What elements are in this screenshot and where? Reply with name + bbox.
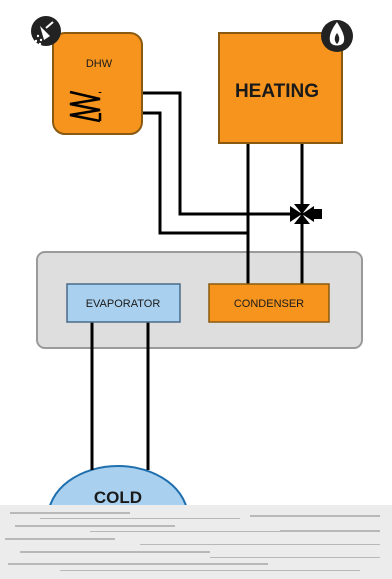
three-way-valve-icon [290, 204, 322, 224]
cold-label: COLD [94, 488, 142, 507]
condenser-box [208, 283, 330, 323]
heating-label: HEATING [235, 81, 319, 102]
dhw-label: DHW [86, 58, 113, 70]
shower-icon [31, 16, 61, 46]
heat-pump-unit-panel [36, 251, 363, 349]
heating-box [218, 32, 343, 144]
evaporator-label: EVAPORATOR [86, 298, 161, 310]
obscured-region [0, 505, 392, 579]
dhw-tank [52, 32, 143, 135]
noise-texture [5, 512, 380, 571]
dhw-coil [69, 90, 101, 123]
evaporator-box [66, 283, 181, 323]
flame-icon [321, 20, 353, 52]
condenser-label: CONDENSER [234, 298, 304, 310]
